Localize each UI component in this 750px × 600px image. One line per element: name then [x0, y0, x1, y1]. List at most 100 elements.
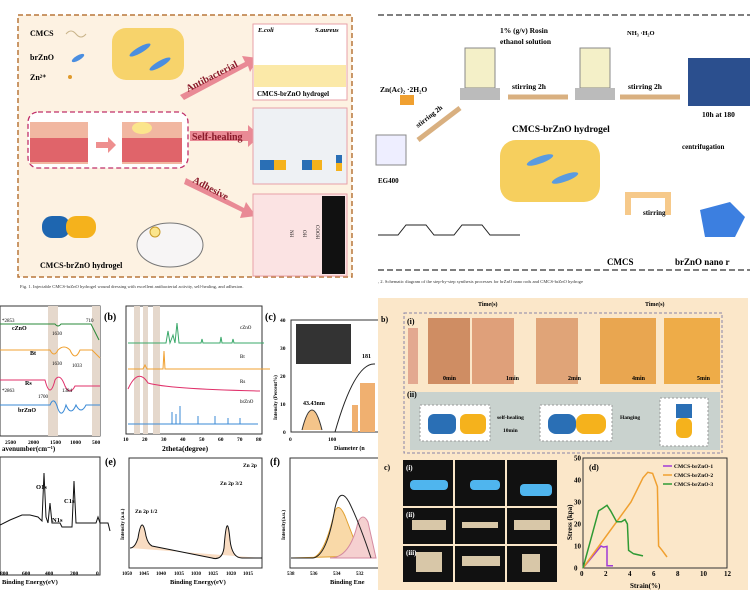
self-healing-time: 10min: [503, 428, 518, 434]
xrd-tick: 60: [218, 437, 224, 443]
ftir-peak: 1384: [62, 389, 73, 394]
ftir-peak: *2853: [2, 319, 15, 324]
eg-beaker: [375, 134, 407, 166]
xps-zn-tick: 1025: [208, 572, 219, 577]
peak-n1s: N1s: [52, 517, 63, 524]
xps-zn-tick: 1045: [139, 572, 150, 577]
stirrer-1: [460, 88, 500, 100]
beaker-2: [579, 47, 611, 89]
ftir-tick: 1000: [70, 440, 81, 446]
legend-label: CMCS-brZnO-2: [674, 473, 713, 479]
x-tick-label: 6: [652, 570, 656, 578]
xps-survey-frame: [0, 456, 101, 576]
xps-o-tick: 536: [310, 572, 318, 577]
size-panel-label: (c): [265, 312, 276, 323]
figure-2: 1% (g/v) Rosin ethanol solution NH₃ ·H₂O…: [375, 14, 750, 285]
ecoli-label: E.coli: [257, 27, 274, 34]
ftir-xlabel: avenumber(cm⁻¹): [2, 445, 56, 453]
x-tick-label: 2: [604, 570, 608, 578]
xrd-tick: 50: [199, 437, 205, 443]
size-xtick: 100: [328, 437, 337, 443]
hydrogel-title: CMCS-brZnO hydrogel: [512, 125, 610, 135]
ftir-legend-czno: cZnO: [12, 326, 27, 332]
step-2-label: stirring 2h: [512, 82, 547, 91]
xrd-tick: 70: [237, 437, 243, 443]
x-tick-label: 8: [676, 570, 680, 578]
size-peak2: 181: [362, 354, 371, 360]
hydrogel-block-2: [500, 140, 600, 202]
eg-label: EG400: [378, 177, 399, 185]
ftir-peak: 710: [86, 319, 94, 324]
step-3-label: stirring 2h: [628, 82, 663, 91]
figure-1: CMCS brZnO Zn²⁺ Antibacterial Self-heali…: [17, 14, 353, 290]
xrd-tick: 40: [180, 437, 186, 443]
saureus-label: S.aureus: [315, 27, 339, 34]
adhesion-panel: c) (i) (ii) (iii): [384, 460, 557, 582]
xrd-legend-brzno: brZnO: [240, 400, 254, 405]
y-tick-label: 20: [574, 521, 582, 529]
series-line-cmcs-brzno-2: [582, 471, 668, 569]
size-ytick: 10: [280, 402, 286, 408]
size-ytick: 0: [283, 430, 286, 436]
zn-ion-icon: [68, 75, 72, 79]
xps-o-xlabel: Binding Ene: [330, 579, 365, 586]
group-cooh: COOH: [314, 225, 319, 240]
hydrogel-blue-half: [42, 216, 70, 238]
xrd-frame: [125, 305, 263, 435]
ftir-panel: *2853 1630 710 1630 1033 *2863 1700 1384…: [0, 305, 101, 453]
micrograph-0min: [428, 318, 470, 384]
self-healing-arrow: [190, 125, 260, 147]
mouse-illustration: [136, 222, 204, 268]
healing-sub-ii: (ii): [407, 390, 417, 399]
series-line-cmcs-brzno-1: [582, 545, 613, 569]
hanging-step: Hanging: [620, 415, 640, 421]
time-1min: 1min: [506, 376, 520, 382]
xps-o-tick: 532: [356, 572, 364, 577]
self-healing-step: self-healing: [497, 415, 524, 421]
rosin-label-2: ethanol solution: [500, 37, 552, 46]
micrograph-2min: [536, 318, 578, 384]
time-0min: 0min: [443, 376, 457, 382]
xps-zn-panel-label: (e): [105, 457, 116, 468]
xps-zn-xlabel: Binding Energy(eV): [170, 579, 226, 586]
size-ytick: 40: [280, 318, 286, 324]
size-ylabel: Intensity (Percent%): [274, 375, 279, 420]
nanorods-label: brZnO nano r: [675, 257, 730, 267]
zn-2p-3half-label: Zn 2p 3/2: [220, 481, 243, 487]
micrograph-edge-strip: [408, 328, 418, 384]
y-tick-label: 0: [574, 565, 578, 573]
chart-ylabel: Stress (kpa): [566, 504, 574, 540]
xrd-legend-czno: cZnO: [240, 326, 252, 331]
time-header-1: Time(s): [478, 301, 498, 308]
ftir-tick: 2000: [28, 440, 39, 446]
peak-c1s: C1s: [64, 498, 75, 505]
hydrogel-yellow-half: [66, 216, 96, 238]
legend-brzno: brZnO: [30, 53, 54, 62]
time-4min: 4min: [632, 376, 646, 382]
cmcs-label: CMCS: [607, 257, 634, 267]
micrograph-1min: [472, 318, 514, 384]
self-healing-panel: [252, 107, 348, 185]
ftir-legend-bt: Bt: [30, 351, 36, 357]
xrd-tick: 80: [256, 437, 262, 443]
legend-zn: Zn²⁺: [30, 73, 46, 82]
xrd-legend-bt: Bt: [240, 355, 245, 360]
ftir-legend-brzno: brZnO: [18, 408, 36, 414]
arrow-icon: [96, 137, 116, 153]
size-panel: (c) 43.43nm 181 0 10 20 30 40 0 100 Inte…: [265, 312, 382, 452]
xps-survey-tick: 600: [22, 571, 31, 577]
ftir-legend-rs: Rs: [25, 381, 32, 387]
zinc-label: Zn(Ac)₂ ·2H₂O: [380, 85, 427, 94]
series-line-cmcs-brzno-3: [582, 504, 644, 569]
ftir-peak: *2863: [2, 389, 15, 394]
step-arrow-1: [416, 106, 462, 142]
xrd-legend-rs: Rs: [240, 380, 245, 385]
micrograph-5min: [664, 318, 720, 384]
size-ytick: 20: [280, 374, 286, 380]
size-xlabel: Diameter (n: [334, 445, 365, 452]
xps-zn-tick: 1015: [243, 572, 254, 577]
xrd-tick: 10: [123, 437, 129, 443]
